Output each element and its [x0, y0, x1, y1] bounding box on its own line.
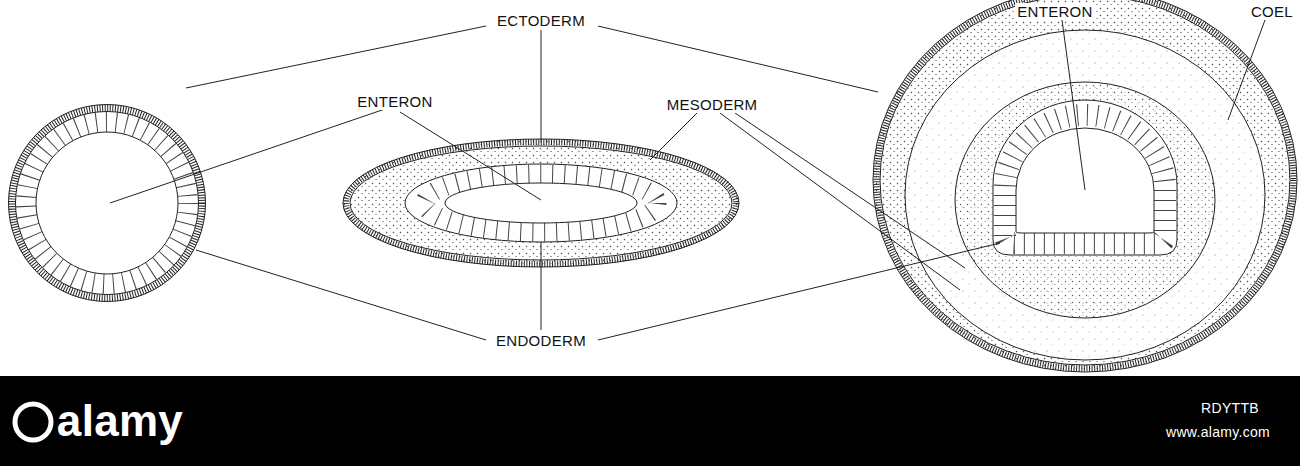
leader-lines — [110, 20, 1265, 340]
watermark-url: www.alamy.com — [1164, 424, 1272, 440]
logo-mark — [15, 404, 51, 440]
watermark-band — [0, 376, 1300, 466]
cavity-label: COEL — [1249, 3, 1295, 20]
image-id: RDYTTB — [1199, 400, 1261, 416]
coelomate-section — [873, 0, 1297, 372]
two-layer-section — [9, 105, 206, 302]
layer-label: ENDODERM — [494, 332, 588, 349]
cavity-label: ENTERON — [355, 93, 434, 110]
watermark-logo: alamy — [55, 398, 185, 444]
layer-label: MESODERM — [665, 96, 760, 113]
cavity-label: ENTERON — [1015, 3, 1094, 20]
layer-label: ECTODERM — [495, 12, 587, 29]
